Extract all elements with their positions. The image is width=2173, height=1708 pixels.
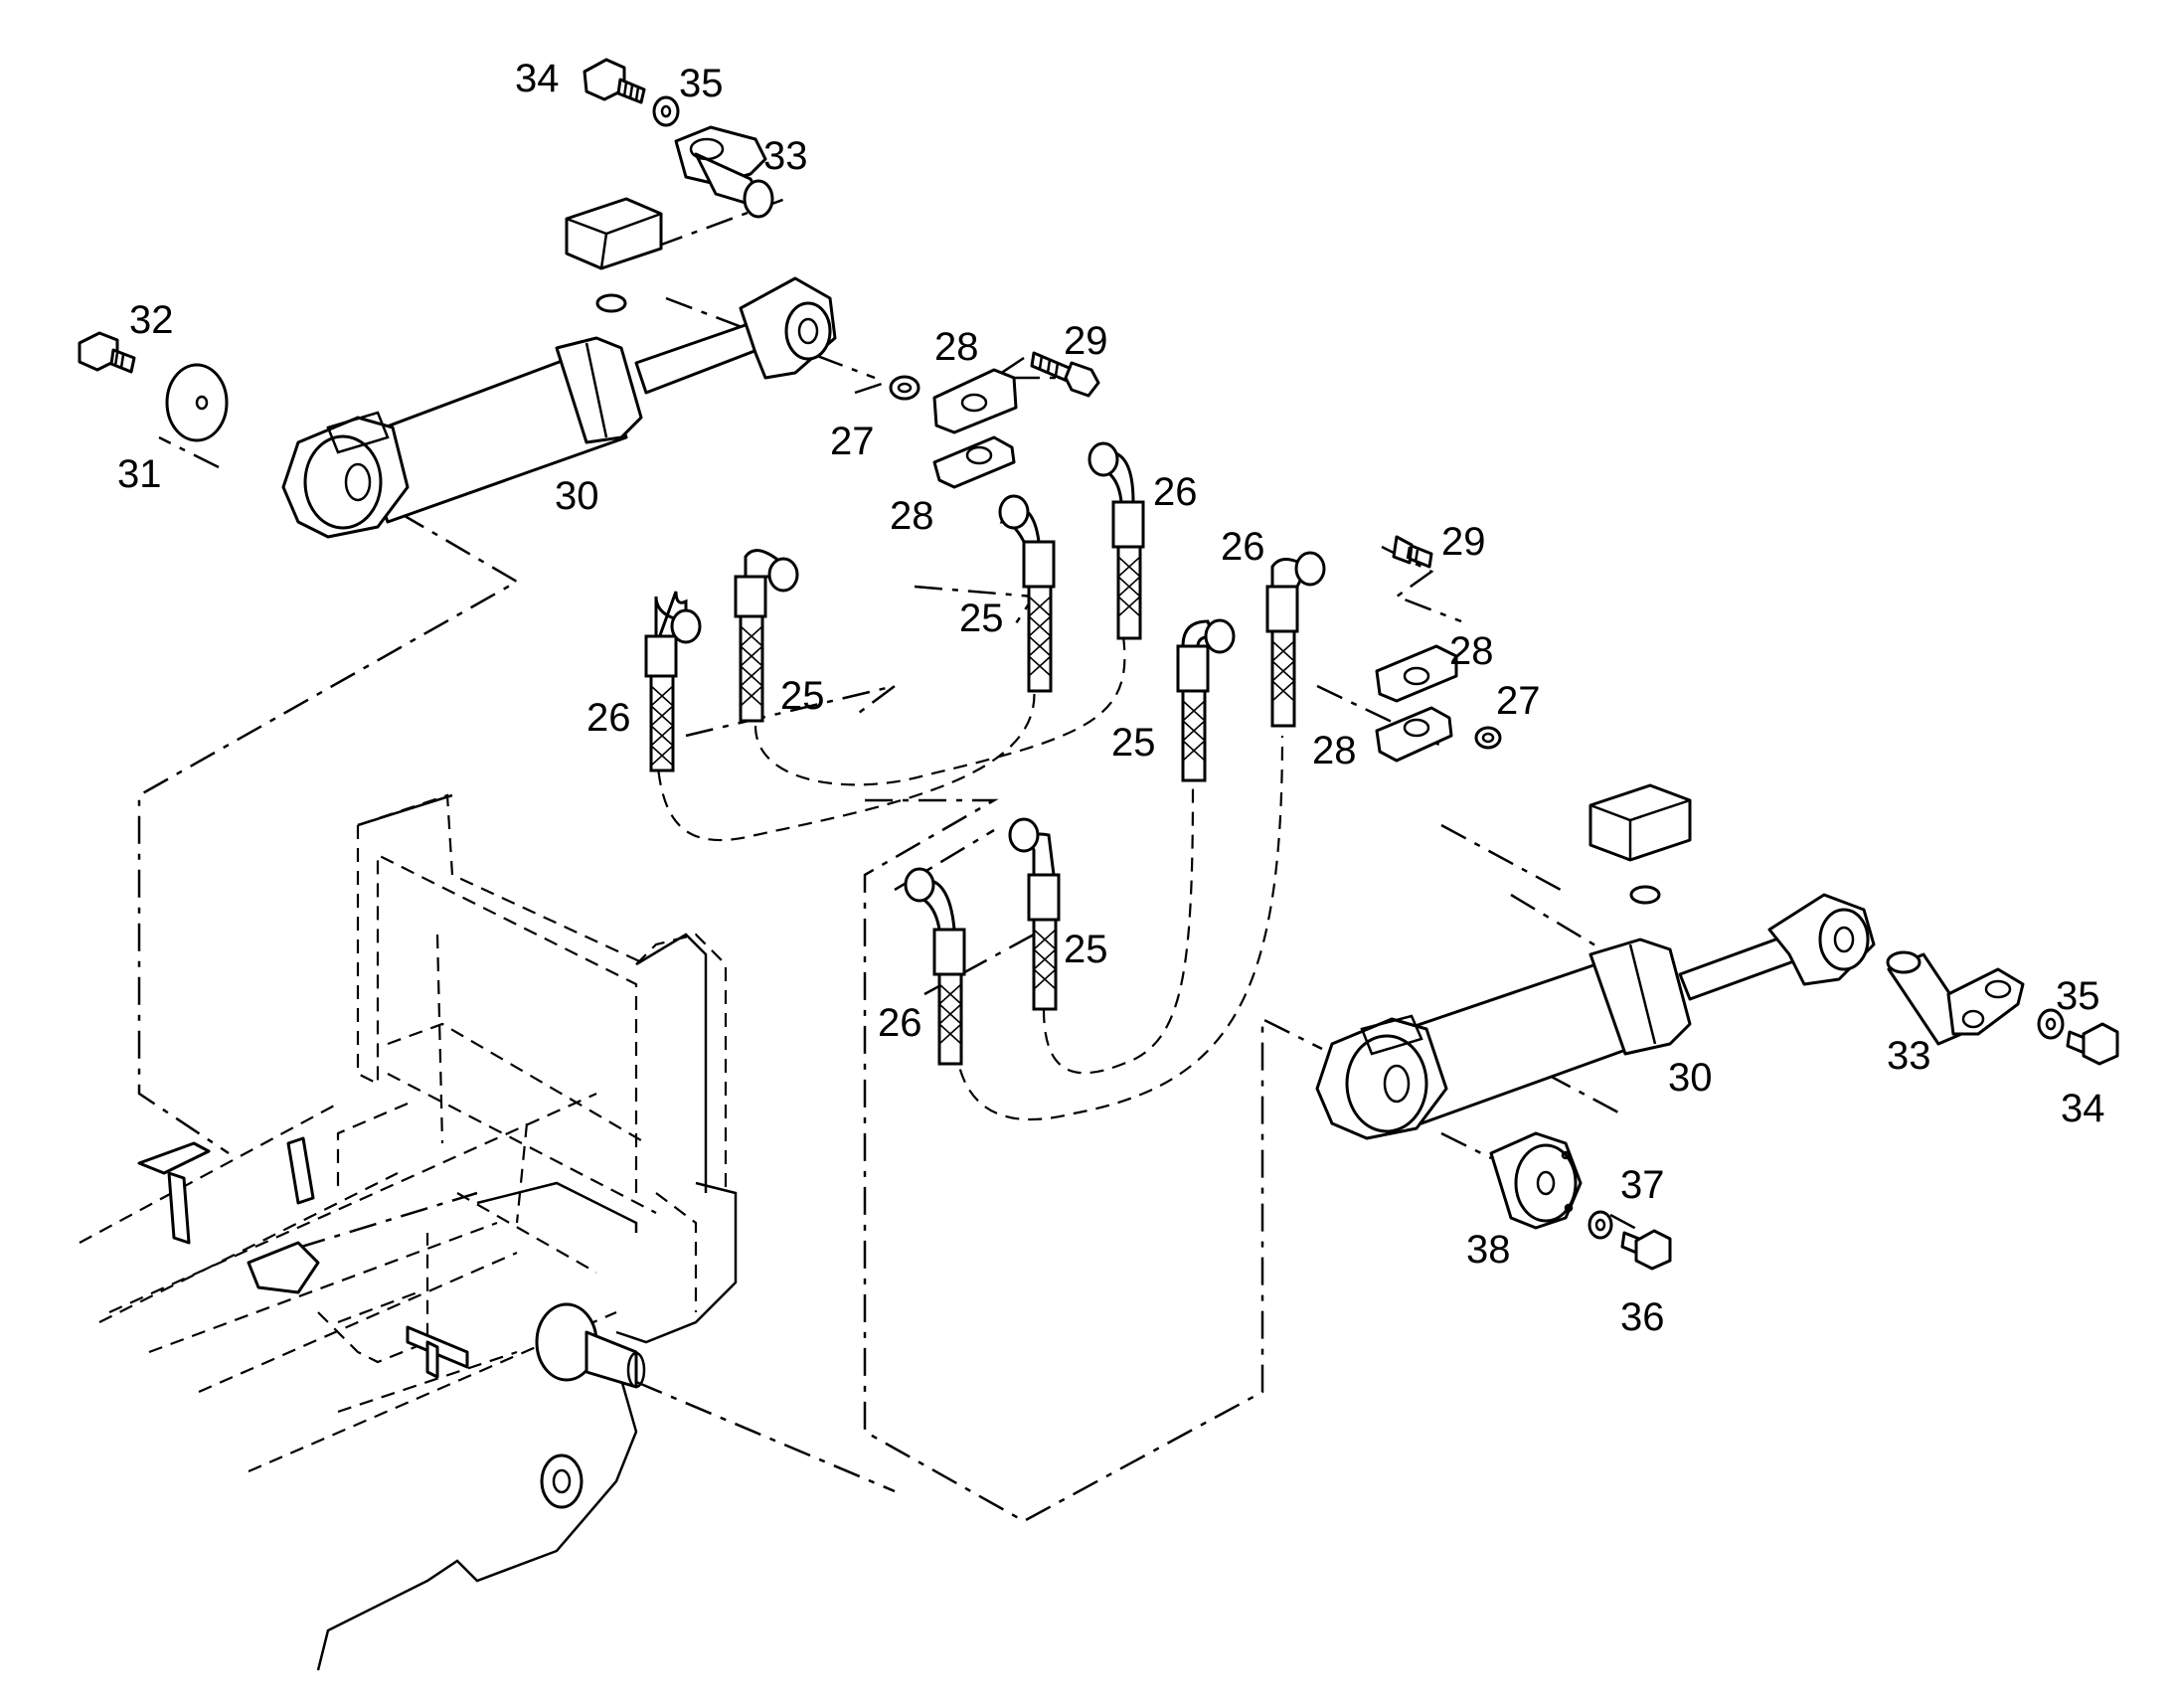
hose-25-right bbox=[1176, 618, 1236, 782]
callout-32: 32 bbox=[129, 298, 174, 342]
callout-36: 36 bbox=[1620, 1295, 1665, 1339]
callout-34-lower: 34 bbox=[2061, 1087, 2105, 1130]
callout-28-a: 28 bbox=[934, 325, 979, 369]
callout-28-d: 28 bbox=[1312, 729, 1357, 772]
callout-29-upper: 29 bbox=[1064, 319, 1108, 363]
callout-35-upper: 35 bbox=[679, 62, 724, 105]
callout-28-c: 28 bbox=[1449, 629, 1494, 673]
callout-33-upper: 33 bbox=[763, 134, 808, 178]
bolt-washer-31-32 bbox=[78, 331, 229, 442]
callout-25-d: 25 bbox=[1064, 928, 1108, 971]
hydraulic-cylinder-lower bbox=[1315, 783, 1876, 1140]
callout-26-b: 26 bbox=[586, 696, 631, 740]
hose-26-mid bbox=[1087, 441, 1145, 640]
callout-26-a: 26 bbox=[1153, 470, 1198, 514]
callout-labels: 34 35 33 32 31 30 28 29 27 28 26 25 26 2… bbox=[117, 57, 2105, 1339]
callout-28-b: 28 bbox=[890, 494, 934, 538]
hose-routing-lines bbox=[654, 635, 1284, 1121]
callout-33-lower: 33 bbox=[1887, 1034, 1931, 1078]
callout-35-lower: 35 bbox=[2056, 974, 2100, 1018]
callout-25-b: 25 bbox=[780, 674, 825, 718]
assembly-lines bbox=[137, 197, 1641, 1523]
hose-25-lower bbox=[1008, 817, 1061, 1011]
callout-27-lower: 27 bbox=[1496, 679, 1541, 723]
callout-34-upper: 34 bbox=[515, 57, 560, 100]
callout-27-upper: 27 bbox=[830, 420, 875, 463]
callout-25-a: 25 bbox=[959, 597, 1004, 640]
hose-26-lower bbox=[904, 867, 966, 1066]
hose-26-left bbox=[644, 591, 702, 772]
hose-26-right bbox=[1265, 551, 1326, 728]
pin-assembly-lower bbox=[1886, 950, 2119, 1066]
callout-25-c: 25 bbox=[1111, 721, 1156, 765]
callout-31: 31 bbox=[117, 452, 162, 496]
callout-30-upper: 30 bbox=[555, 474, 599, 518]
callout-38: 38 bbox=[1466, 1228, 1511, 1272]
callout-30-lower: 30 bbox=[1668, 1056, 1713, 1100]
hose-25-mid bbox=[998, 494, 1056, 693]
machine-frame bbox=[79, 793, 738, 1671]
callout-29-lower: 29 bbox=[1441, 520, 1486, 564]
hydraulic-cylinder-upper bbox=[281, 197, 837, 539]
callout-26-d: 26 bbox=[878, 1001, 922, 1045]
pin-assembly-upper bbox=[583, 58, 774, 219]
clamp-assembly-lower bbox=[1375, 535, 1502, 763]
flange-assembly bbox=[1489, 1131, 1672, 1271]
clamp-assembly-upper bbox=[889, 351, 1100, 489]
hoses bbox=[644, 441, 1326, 1066]
hose-25-left bbox=[734, 549, 799, 723]
callout-26-c: 26 bbox=[1221, 525, 1265, 569]
callout-37: 37 bbox=[1620, 1163, 1665, 1207]
